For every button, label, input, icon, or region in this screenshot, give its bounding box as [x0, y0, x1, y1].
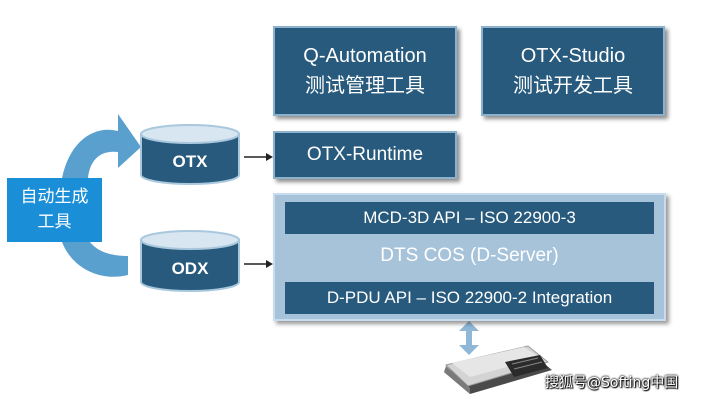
q-automation-desc: 测试管理工具 [305, 73, 425, 97]
odx-database-label: ODX [171, 259, 209, 278]
arrow-odx-to-dts [244, 260, 273, 268]
odx-database-cylinder [140, 230, 240, 292]
watermark-text: 搜狐号@Softing中国 [545, 375, 679, 391]
otx-runtime-label: OTX-Runtime [306, 144, 424, 165]
dts-cos-label: DTS COS (D-Server) [380, 245, 559, 266]
generator-line2: 工具 [37, 212, 72, 232]
otx-studio-desc: 测试开发工具 [513, 73, 633, 97]
ecu-device-icon [444, 345, 552, 394]
curve-arrow-to-odx [62, 242, 128, 277]
d-pdu-api-bar: D-PDU API – ISO 22900-2 Integration [285, 282, 654, 314]
arrow-otx-to-runtime [244, 153, 273, 161]
otx-runtime-box: OTX-Runtime [273, 131, 457, 179]
curve-arrow-to-otx [62, 114, 141, 178]
double-arrow-dts-ecu [459, 321, 479, 355]
otx-studio-title: OTX-Studio [520, 45, 626, 67]
auto-generation-tool-box: 自动生成 工具 [7, 178, 102, 242]
otx-studio-box: OTX-Studio 测试开发工具 [481, 26, 665, 116]
generator-line1: 自动生成 [20, 187, 89, 207]
q-automation-title: Q-Automation [303, 45, 427, 67]
mcd-3d-api-bar: MCD-3D API – ISO 22900-3 [285, 202, 654, 234]
dts-stack-box: MCD-3D API – ISO 22900-3 DTS COS (D-Serv… [273, 193, 666, 321]
q-automation-box: Q-Automation 测试管理工具 [273, 26, 457, 116]
otx-database-label: OTX [172, 152, 208, 171]
otx-database-cylinder [140, 124, 240, 185]
